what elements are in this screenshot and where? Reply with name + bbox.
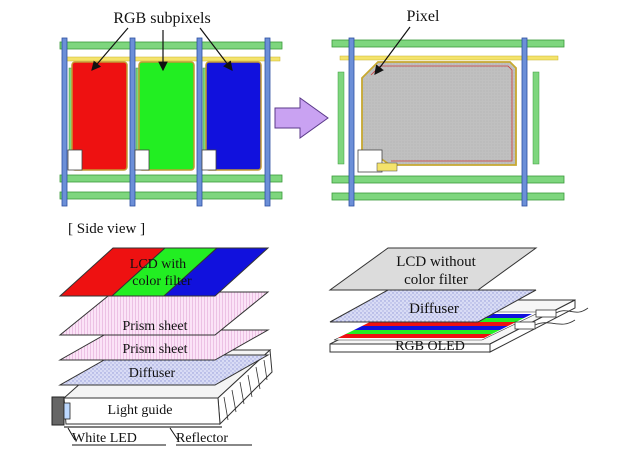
data-line-right: [521, 37, 528, 207]
gate-line-mid: [331, 175, 565, 184]
oled-wire: [534, 319, 576, 326]
tft: [201, 149, 217, 171]
gray-pixel: [361, 61, 517, 166]
oled-stack: [328, 247, 589, 353]
rgb-subpixel-layout: [59, 37, 283, 207]
oled-wire: [555, 307, 589, 314]
reflector-label: Reflector: [176, 431, 228, 446]
tft: [134, 149, 150, 171]
tft: [357, 149, 383, 173]
lcd-without-label: LCD without: [396, 254, 476, 270]
pixel-pointer: [374, 26, 411, 75]
yellow-line: [61, 56, 281, 62]
lcd-without-filter: [328, 247, 538, 291]
prism-sheet-1: [58, 291, 270, 336]
side-view-label: [ Side view ]: [68, 221, 145, 237]
rgb-subpixels-label: RGB subpixels: [113, 10, 210, 27]
white-led-emitter: [63, 402, 71, 420]
data-line-1: [61, 37, 68, 207]
storage-pad: [532, 71, 540, 165]
data-line-left: [348, 37, 355, 207]
gate-line-top: [59, 41, 283, 50]
oled-stripe-red: [362, 322, 516, 326]
data-line-3: [196, 37, 203, 207]
data-line-2: [129, 37, 136, 207]
blue-subpixel: [205, 61, 262, 171]
tft-contact: [376, 162, 398, 172]
white-led-leader: [67, 427, 76, 441]
transform-arrow: [274, 97, 329, 139]
rgb-oled-label: RGB OLED: [395, 339, 465, 354]
color-filter-label: color filter: [132, 274, 192, 289]
color-filter-absent-label: color filter: [404, 272, 468, 288]
oled-diffuser-sheet: [329, 289, 537, 323]
oled-contact: [514, 321, 536, 330]
gate-line-top: [331, 39, 565, 48]
white-led-body: [51, 396, 65, 426]
prism-sheet-1-label: Prism sheet: [123, 319, 188, 334]
lcd-with-label: LCD with: [130, 257, 186, 272]
color-filter-blue: [162, 247, 270, 297]
tft: [67, 149, 83, 171]
prism-sheet-2: [58, 329, 270, 361]
oled-stripe-blue: [354, 326, 508, 330]
oled-contact: [535, 309, 557, 318]
light-guide-hatch: [223, 359, 268, 421]
pixel-label: Pixel: [407, 8, 440, 25]
prism-sheet-2-label: Prism sheet: [123, 342, 188, 357]
diffuser-label: Diffuser: [129, 366, 176, 381]
gate-line-bottom: [331, 192, 565, 201]
yellow-line: [339, 55, 559, 61]
subpixel-pointer-red: [91, 27, 129, 71]
storage-pad: [337, 71, 345, 165]
diffuser-sheet: [58, 354, 270, 386]
light-guide-label: Light guide: [108, 403, 173, 418]
oled-diffuser-label: Diffuser: [409, 301, 459, 317]
oled-stripe-red: [338, 334, 492, 338]
reflector-leader: [169, 427, 179, 441]
pixel-layout: [331, 37, 565, 207]
gate-line-mid: [59, 174, 283, 183]
gate-line-bottom: [59, 191, 283, 200]
lcd-stack: [51, 247, 273, 428]
subpixel-pointer-blue: [199, 27, 233, 71]
data-line-4: [264, 37, 271, 207]
oled-stripe-green: [346, 330, 500, 334]
white-led-label: White LED: [72, 431, 137, 446]
